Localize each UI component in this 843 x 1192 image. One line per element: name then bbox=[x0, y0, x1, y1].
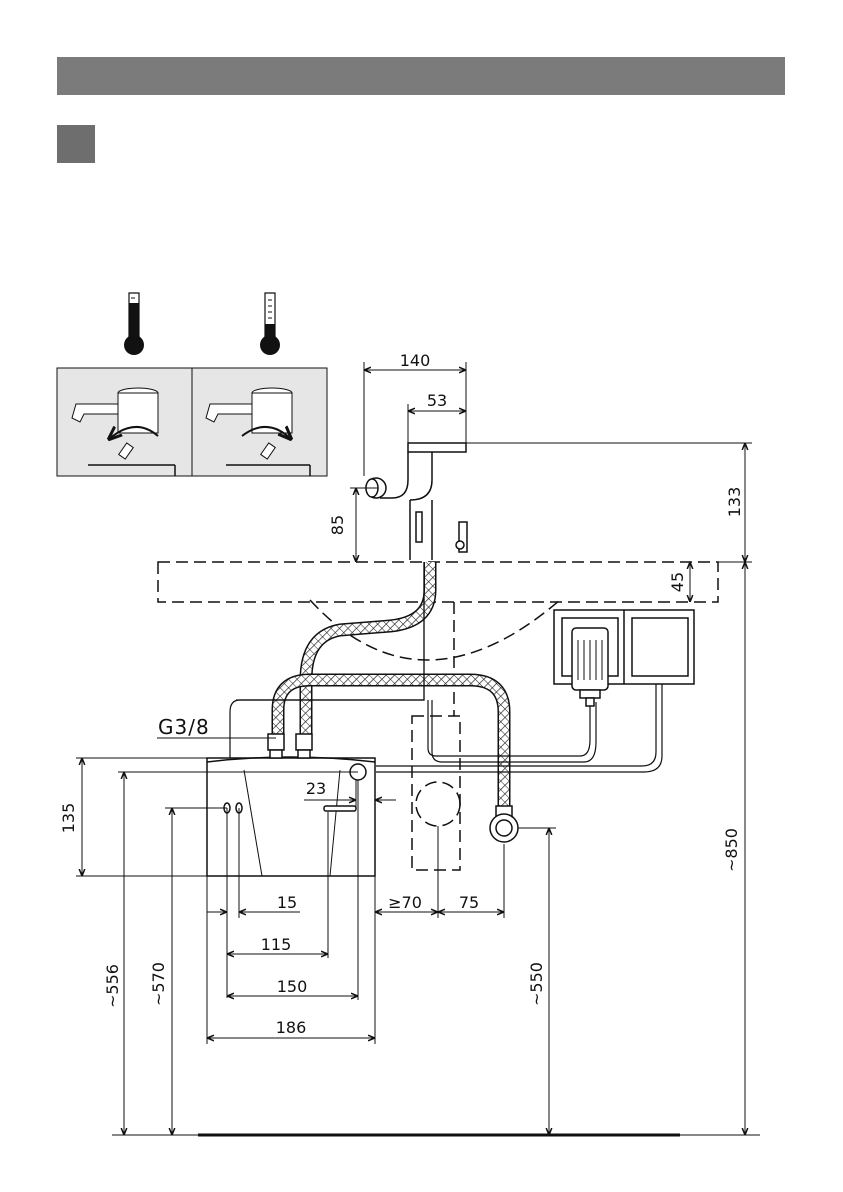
dimension-lines bbox=[76, 362, 760, 1135]
dim-label-150: 150 bbox=[277, 977, 308, 996]
faucet-icon bbox=[366, 443, 467, 560]
connection-label: G3/8 bbox=[158, 715, 210, 739]
power-adapter-icon bbox=[572, 628, 608, 706]
dim-label-70: ≥70 bbox=[388, 893, 422, 912]
water-heater-icon bbox=[207, 734, 375, 876]
dim-label-53: 53 bbox=[427, 391, 447, 410]
dim-label-850: ~850 bbox=[722, 828, 741, 872]
dim-label-85: 85 bbox=[328, 515, 347, 535]
thermometer-cold-icon bbox=[260, 293, 280, 355]
dim-label-15: 15 bbox=[277, 893, 297, 912]
dim-label-75: 75 bbox=[459, 893, 479, 912]
drain-trap-icon bbox=[490, 806, 518, 842]
dim-label-140: 140 bbox=[400, 351, 431, 370]
dim-label-556: ~556 bbox=[103, 964, 122, 1008]
dim-label-550: ~550 bbox=[527, 962, 546, 1006]
dim-label-186: 186 bbox=[276, 1018, 307, 1037]
dim-label-135: 135 bbox=[59, 803, 78, 834]
dim-label-45: 45 bbox=[668, 572, 687, 592]
dim-label-570: ~570 bbox=[149, 962, 168, 1006]
temperature-adjust-inset bbox=[57, 368, 327, 476]
dim-label-23: 23 bbox=[306, 779, 326, 798]
drain-trap-icon bbox=[412, 716, 460, 870]
dim-label-133: 133 bbox=[725, 487, 744, 518]
dim-label-115: 115 bbox=[261, 935, 292, 954]
thermometer-hot-icon bbox=[124, 293, 144, 355]
